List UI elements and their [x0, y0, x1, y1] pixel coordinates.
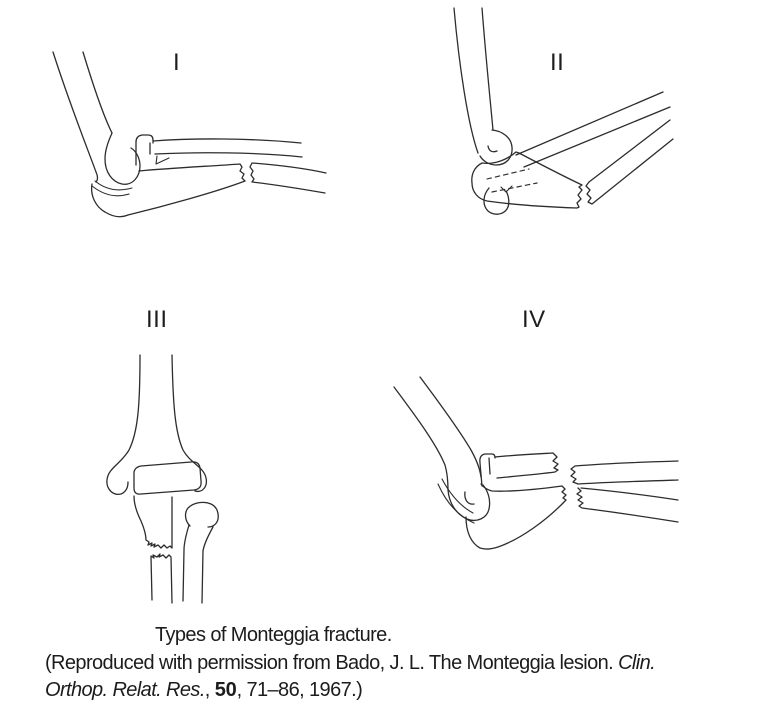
type-iii-illustration [106, 354, 219, 604]
panel-label-i: I [173, 49, 181, 76]
coronoid-process [155, 155, 170, 165]
trochlear-notch [437, 478, 475, 524]
fracture-line-dashed [486, 168, 538, 193]
capitellum [479, 129, 513, 166]
capitellum [447, 484, 491, 522]
ulna-distal-fragment [249, 162, 327, 194]
ulna-distal-fragment [576, 487, 679, 523]
radial-head [184, 501, 219, 528]
caption-volume-number: 50 [214, 679, 237, 701]
olecranon-outline [483, 187, 510, 215]
humerus [453, 7, 494, 154]
panel-label-iii: III [146, 306, 168, 333]
radial-head [135, 134, 154, 166]
radius-shaft [515, 91, 671, 168]
ulna-proximal-fragment [465, 483, 567, 550]
ulna-distal [150, 553, 173, 604]
capitellum [104, 132, 141, 185]
radius-proximal-fragment [494, 452, 559, 479]
figure-caption: Types of Monteggia fracture. (Reproduced… [45, 622, 750, 705]
ulna-proximal-fragment [90, 163, 246, 218]
humerus [393, 376, 482, 491]
radius-shaft [182, 524, 214, 604]
caption-journal-name-part2: Orthop. Relat. Res. [45, 679, 205, 701]
radius-distal-fragment [570, 460, 679, 485]
caption-credit-line-2: (Reproduced with permission from Bado, J… [45, 650, 750, 678]
caption-credit-line-3: Orthop. Relat. Res., 50, 71–86, 1967.) [45, 677, 750, 705]
radial-head [479, 453, 496, 487]
trochlea-block [133, 461, 202, 495]
ulna-distal-fragment [585, 119, 674, 205]
caption-pages-year: , 71–86, 1967.) [236, 679, 363, 701]
type-i-illustration [52, 51, 327, 218]
panel-label-ii: II [550, 49, 565, 76]
trochlear-notch [91, 180, 133, 197]
radius-shaft [152, 138, 303, 158]
caption-journal-name-part1: Clin. [618, 651, 656, 674]
type-ii-illustration [453, 7, 674, 215]
caption-separator: , [204, 679, 215, 701]
ulna-proximal-fragment [471, 151, 583, 209]
caption-credit-text: (Reproduced with permission from Bado, J… [45, 651, 619, 674]
humerus [52, 51, 113, 183]
caption-title: Types of Monteggia fracture. [155, 624, 392, 646]
panel-label-iv: IV [522, 306, 546, 333]
type-iv-illustration [393, 376, 679, 550]
humerus [106, 354, 208, 495]
ulna-proximal [133, 495, 173, 549]
